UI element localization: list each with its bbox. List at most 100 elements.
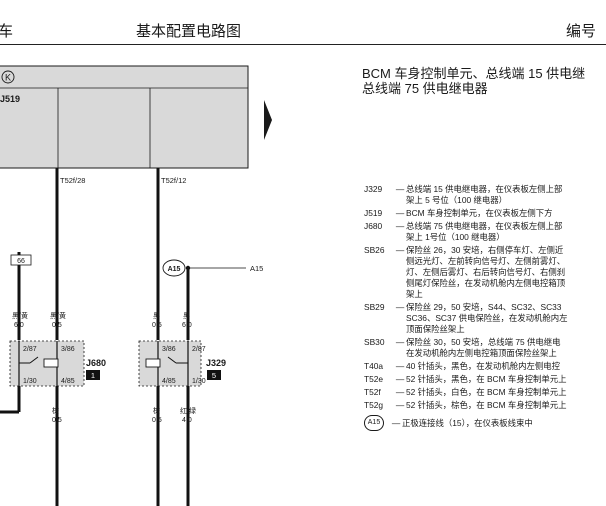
relay-j680-pin-tl: 2/87: [23, 346, 37, 353]
header-rule: [0, 44, 606, 45]
legend-dash: —: [395, 400, 405, 410]
wire-color-1: 黑/黄: [12, 311, 28, 320]
wire-color-7: 红/绿: [180, 406, 196, 415]
legend-line: 保险丝 26，30 安培，右侧停车灯、左侧近: [406, 245, 564, 255]
legend-line: 52 针插头，棕色，在 BCM 车身控制单元上: [406, 400, 567, 410]
legend-item-j329: J329 — 总线端 15 供电继电器，在仪表板左侧上部 架上 5 号位（100…: [364, 184, 606, 206]
legend-item-t52f: T52f — 52 针插头，白色，在 BCM 车身控制单元上: [364, 387, 606, 398]
bcm-label: J519: [0, 94, 20, 104]
right-arrow-icon: [264, 100, 272, 140]
bcm-box: [0, 65, 249, 169]
legend-desc: 保险丝 30，50 安培，总线端 75 供电继电 在发动机舱内左侧电控箱顶面保险…: [406, 337, 561, 359]
legend-line: 侧远光灯、左前转向信号灯、左侧前雾灯、: [406, 256, 566, 266]
legend-dash: —: [395, 387, 405, 397]
connector-right-label: T52f/12: [161, 176, 186, 185]
legend-dash: —: [395, 245, 405, 255]
legend-line: SC36、SC37 供电保险丝，在发动机舱内左: [406, 313, 568, 323]
relay-j680-coil: [43, 358, 59, 368]
legend-code: SB26: [364, 245, 385, 255]
header-right: 编号: [566, 23, 597, 40]
legend-desc: 总线端 15 供电继电器，在仪表板左侧上部 架上 5 号位（100 继电器）: [406, 184, 562, 206]
relay-j680-badge: 1: [91, 371, 95, 380]
legend-line: 52 针插头，白色，在 BCM 车身控制单元上: [406, 387, 567, 397]
legend-dash: —: [395, 302, 405, 312]
legend-item-sb29: SB29 — 保险丝 29，50 安培，S44、SC32、SC33 SC36、S…: [364, 302, 606, 335]
wire-color-5: 棕: [52, 406, 59, 415]
a15-connector-icon: A15: [364, 415, 384, 431]
relay-j680-pin-tr: 3/86: [61, 346, 75, 353]
wire-size-7: 4.0: [182, 417, 192, 424]
relay-j680-pin-br: 4/85: [61, 378, 75, 385]
legend-line: 在发动机舱内左侧电控箱顶面保险丝架上: [406, 348, 557, 358]
legend-line: 侧尾灯保险丝，在发动机舱内左侧电控箱顶: [406, 278, 566, 288]
legend-item-a15: A15 — 正极连接线（15），在仪表板线束中: [364, 415, 606, 431]
legend-code: J329: [364, 184, 383, 194]
wire-size-5: 0.5: [52, 417, 62, 424]
legend-item-sb26: SB26 — 保险丝 26，30 安培，右侧停车灯、左侧近 侧远光灯、左前转向信…: [364, 245, 606, 300]
legend-dash: —: [395, 361, 405, 371]
legend-line: 灯、左侧后雾灯、右后转向信号灯、右侧刹: [406, 267, 566, 277]
legend-dash: —: [395, 374, 405, 384]
a15-circle-label: A15: [168, 266, 181, 273]
legend-line: 总线端 75 供电继电器，在仪表板左侧上部: [406, 221, 563, 231]
section-title-line-1: BCM 车身控制单元、总线端 15 供电继: [362, 66, 586, 81]
legend-desc: 52 针插头，黑色，在 BCM 车身控制单元上: [406, 374, 567, 385]
circuit-diagram: K J519 T52f/28 T52f/12 66 A15 A15 黑/黄 6.…: [0, 65, 272, 506]
wire-size-2: 0.5: [52, 322, 62, 329]
relay-j329-pin-tr: 2/87: [192, 346, 206, 353]
relay-j329-switch: [167, 356, 177, 364]
relay-j680-switch: [29, 356, 39, 364]
fuse-66-label: 66: [17, 258, 25, 265]
a15-end-label: A15: [250, 264, 263, 273]
legend-desc: 正极连接线（15），在仪表板线束中: [402, 417, 533, 428]
legend-code: SB30: [364, 337, 385, 347]
legend-item-j680: J680 — 总线端 75 供电继电器，在仪表板左侧上部 架上 1号位（100 …: [364, 221, 606, 243]
legend-item-sb30: SB30 — 保险丝 30，50 安培，总线端 75 供电继电 在发动机舱内左侧…: [364, 337, 606, 359]
legend-desc: 52 针插头，白色，在 BCM 车身控制单元上: [406, 387, 567, 398]
legend-code: J519: [364, 208, 383, 218]
wire-color-6: 棕: [153, 406, 160, 415]
legend-code: J680: [364, 221, 383, 231]
a15-junction-dot: [185, 265, 191, 271]
relay-j680-badge-box: [86, 370, 100, 380]
legend-item-t40a: T40a — 40 针插头，黑色，在发动机舱内左侧电控: [364, 361, 606, 372]
relay-j329-pin-tl: 3/86: [162, 346, 176, 353]
legend-desc: 保险丝 29，50 安培，S44、SC32、SC33 SC36、SC37 供电保…: [406, 302, 567, 335]
wire-size-6: 0.5: [152, 417, 162, 424]
legend-code: T40a: [364, 361, 384, 371]
legend-desc: 总线端 75 供电继电器，在仪表板左侧上部 架上 1号位（100 继电器）: [406, 221, 562, 243]
legend-line: 40 针插头，黑色，在发动机舱内左侧电控: [406, 361, 561, 371]
legend-line: 架上: [406, 289, 423, 299]
section-title-line-2: 总线端 75 供电继电器: [362, 81, 488, 96]
legend-item-j519: J519 — BCM 车身控制单元，在仪表板左侧下方: [364, 208, 606, 219]
legend-dash: —: [395, 184, 405, 194]
legend-line: BCM 车身控制单元，在仪表板左侧下方: [406, 208, 553, 218]
wire-size-4: 6.0: [182, 322, 192, 329]
legend-line: 52 针插头，黑色，在 BCM 车身控制单元上: [406, 374, 567, 384]
relay-j329-name: J329: [206, 358, 226, 368]
legend-code: T52g: [364, 400, 384, 410]
wire-size-3: 0.5: [152, 322, 162, 329]
relay-j680-name: J680: [86, 358, 106, 368]
legend-line: 架上 5 号位（100 继电器）: [406, 195, 507, 205]
wire-color-2: 黑/黄: [50, 311, 66, 320]
legend-desc: 40 针插头，黑色，在发动机舱内左侧电控: [406, 361, 560, 372]
legend-desc: BCM 车身控制单元，在仪表板左侧下方: [406, 208, 553, 219]
legend-line: 保险丝 30，50 安培，总线端 75 供电继电: [406, 337, 561, 347]
wire-size-1: 6.0: [14, 322, 24, 329]
relay-j329-badge-box: [207, 370, 221, 380]
legend-dash: —: [395, 208, 405, 218]
legend-dash: —: [395, 221, 405, 231]
bcm-symbol-icon: [1, 70, 15, 84]
section-title: BCM 车身控制单元、总线端 15 供电继 总线端 75 供电继电器: [362, 66, 585, 96]
legend-desc: 保险丝 26，30 安培，右侧停车灯、左侧近 侧远光灯、左前转向信号灯、左侧前雾…: [406, 245, 565, 300]
bcm-symbol: K: [5, 73, 11, 83]
legend-line: 保险丝 29，50 安培，S44、SC32、SC33: [406, 302, 562, 312]
header-left: 车: [0, 23, 14, 40]
relay-j329-pin-br: 1/30: [192, 378, 206, 385]
legend-desc: 52 针插头，棕色，在 BCM 车身控制单元上: [406, 400, 567, 411]
wire-color-4: 黑: [183, 312, 190, 320]
legend-dash: —: [395, 337, 405, 347]
page-title: 基本配置电路图: [136, 23, 242, 40]
legend-dash: —: [391, 417, 401, 428]
